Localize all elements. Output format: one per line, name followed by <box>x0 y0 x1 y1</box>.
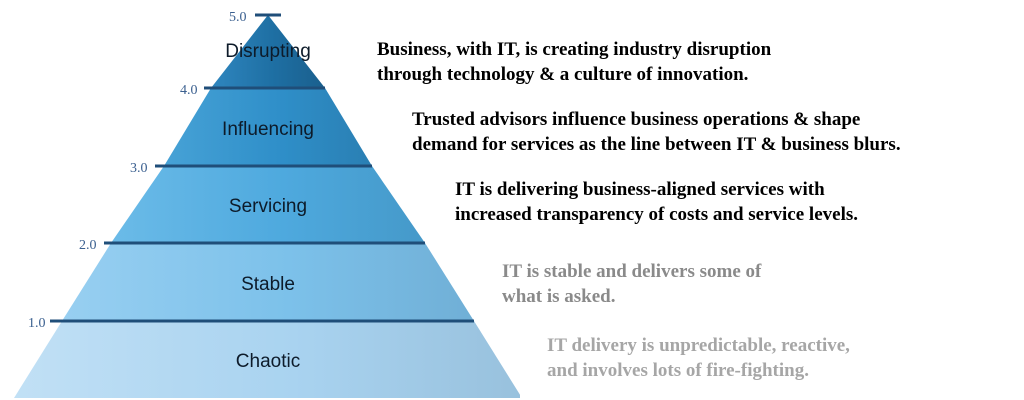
tier-influencing <box>164 88 372 166</box>
tier-label-stable: Stable <box>241 274 295 295</box>
tier-label-servicing: Servicing <box>229 196 307 217</box>
description-line: demand for services as the line between … <box>412 134 901 155</box>
tick-label-2: 2.0 <box>79 238 97 253</box>
description-line: increased transparency of costs and serv… <box>455 204 858 225</box>
description-line: and involves lots of fire-fighting. <box>547 360 809 381</box>
description-line: IT delivery is unpredictable, reactive, <box>547 335 850 356</box>
tier-chaotic <box>14 321 520 398</box>
tick-label-5: 5.0 <box>229 10 247 25</box>
description-line: Business, with IT, is creating industry … <box>377 39 772 60</box>
tier-label-chaotic: Chaotic <box>236 351 300 372</box>
tick-label-1: 1.0 <box>28 316 46 331</box>
tier-disrupting <box>211 15 325 88</box>
tier-label-disrupting: Disrupting <box>225 41 311 62</box>
description-servicing: IT is delivering business-aligned servic… <box>455 177 858 227</box>
description-influencing: Trusted advisors influence business oper… <box>412 107 901 157</box>
description-chaotic: IT delivery is unpredictable, reactive, … <box>547 333 850 383</box>
description-stable: IT is stable and delivers some of what i… <box>502 259 761 309</box>
tier-stable <box>62 243 474 321</box>
description-line: through technology & a culture of innova… <box>377 64 749 85</box>
description-line: IT is delivering business-aligned servic… <box>455 179 825 200</box>
tier-servicing <box>111 166 425 243</box>
description-line: Trusted advisors influence business oper… <box>412 109 861 130</box>
description-line: what is asked. <box>502 286 616 307</box>
description-line: IT is stable and delivers some of <box>502 261 762 282</box>
maturity-pyramid: 5.0 4.0 3.0 2.0 1.0 Disrupting Influenci… <box>14 10 520 398</box>
tick-label-4: 4.0 <box>180 83 198 98</box>
tier-label-influencing: Influencing <box>222 119 314 140</box>
tick-label-3: 3.0 <box>130 161 148 176</box>
description-disrupting: Business, with IT, is creating industry … <box>377 37 771 87</box>
